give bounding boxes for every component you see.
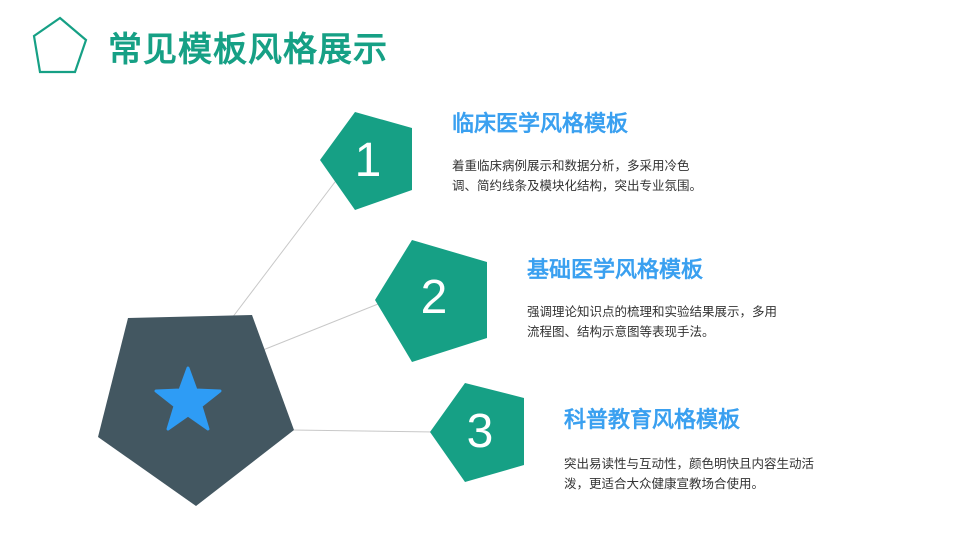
connector-line-1 xyxy=(231,177,339,319)
item-number-1: 1 xyxy=(354,134,382,187)
number-pentagon-3 xyxy=(430,383,524,482)
item-title-1: 临床医学风格模板 xyxy=(452,112,629,137)
item-desc-3: 突出易读性与互动性，颜色明快且内容生动活 泼，更适合大众健康宣教场合使用。 xyxy=(564,454,864,494)
number-pentagon-1 xyxy=(320,112,412,210)
item-number-3: 3 xyxy=(466,405,494,458)
item-desc-2: 强调理论知识点的梳理和实验结果展示，多用 流程图、结构示意图等表现手法。 xyxy=(527,302,827,342)
item-desc-1-line-2: 调、简约线条及模块化结构，突出专业氛围。 xyxy=(452,178,703,193)
item-desc-3-line-1: 突出易读性与互动性，颜色明快且内容生动活 xyxy=(564,456,815,471)
page-title: 常见模板风格展示 xyxy=(108,30,388,70)
item-desc-1: 着重临床病例展示和数据分析，多采用冷色 调、简约线条及模块化结构，突出专业氛围。 xyxy=(452,156,752,196)
star-icon xyxy=(154,366,222,431)
connector-line-3 xyxy=(291,429,436,433)
item-desc-1-line-1: 着重临床病例展示和数据分析，多采用冷色 xyxy=(452,158,690,173)
connector-line-2 xyxy=(262,299,389,351)
item-number-2: 2 xyxy=(420,271,448,324)
item-title-3: 科普教育风格模板 xyxy=(564,408,741,433)
pentagon-outline-icon xyxy=(32,16,88,74)
item-desc-2-line-2: 流程图、结构示意图等表现手法。 xyxy=(527,324,715,339)
item-title-2: 基础医学风格模板 xyxy=(527,258,704,283)
number-pentagon-2 xyxy=(375,240,487,362)
item-desc-2-line-1: 强调理论知识点的梳理和实验结果展示，多用 xyxy=(527,304,778,319)
item-desc-3-line-2: 泼，更适合大众健康宣教场合使用。 xyxy=(564,476,765,491)
